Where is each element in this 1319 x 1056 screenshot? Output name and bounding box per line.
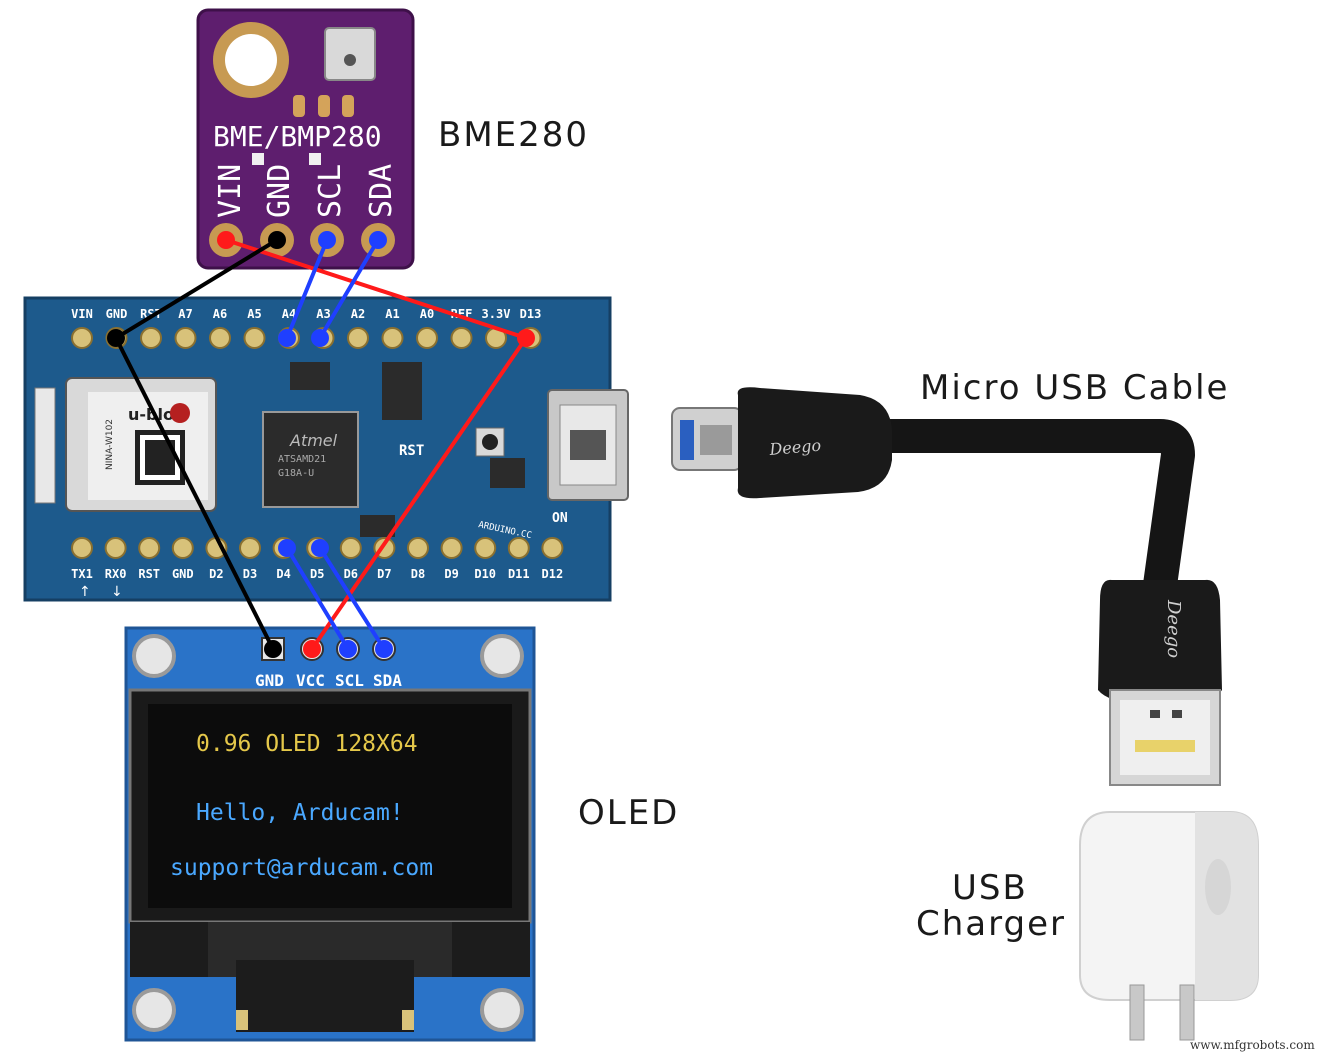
arduino-top-pin-label: RST (140, 307, 162, 321)
header-pad (450, 327, 473, 349)
oled-pin-label-gnd: GND (255, 671, 284, 690)
header-pad (243, 327, 266, 349)
label-usb-charger-line1: USB (952, 868, 1028, 908)
chip-part: ATSAMD21 (278, 454, 326, 465)
bme-pin-label-sda: SDA (364, 164, 399, 218)
wire-vcc-oled (310, 336, 528, 651)
arduino-top-pin-label: A4 (282, 307, 296, 321)
header-pad (381, 327, 404, 349)
arduino-bottom-pin-label: D9 (444, 567, 458, 581)
arduino-bottom-pin-label: D4 (276, 567, 290, 581)
cable-brand-usb-a: Deego (1163, 599, 1184, 658)
chip-sub: G18A-U (278, 468, 314, 479)
mounting-hole (132, 988, 176, 1032)
wire-endpoints (107, 231, 535, 658)
header-pad (138, 537, 161, 559)
header-pad (507, 537, 530, 559)
oled-screen-line1: 0.96 OLED 128X64 (196, 731, 418, 757)
arduino-bottom-pin-label: D6 (344, 567, 358, 581)
arduino-bottom-pin-label: GND (172, 567, 194, 581)
oled-screen-line3: support@arducam.com (170, 855, 433, 881)
arduino-bottom-pin-label: D2 (209, 567, 223, 581)
label-bme280: BME280 (438, 115, 590, 155)
oled-pin-label-sda: SDA (373, 671, 402, 690)
arduino-bottom-pin-label: D10 (474, 567, 496, 581)
arduino-top-pin-label: 3.3V (482, 307, 511, 321)
header-pad (407, 537, 429, 559)
wire-sda-oled (318, 546, 386, 651)
arduino-bottom-pin-label: D7 (377, 567, 391, 581)
arduino-top-pin-label: A3 (316, 307, 330, 321)
silk-on: ON (552, 511, 568, 526)
arduino-top-pin-label: GND (106, 307, 128, 321)
mcu-chip (262, 411, 359, 508)
label-usb-charger-line2: Charger (916, 904, 1066, 944)
header-pad (347, 327, 369, 349)
arduino-top-pin-label: A2 (351, 307, 365, 321)
header-pad (171, 537, 194, 559)
arduino-bottom-pin-label: D5 (310, 567, 324, 581)
header-pad (209, 327, 231, 349)
oled-board: GND VCC SCL SDA 0.96 OLED 128X64 Hello, … (124, 626, 536, 1042)
arduino-top-pin-label: A5 (247, 307, 261, 321)
oled-pin-label-vcc: VCC (296, 671, 325, 690)
bme-pin-label-scl: SCL (313, 164, 348, 218)
arduino-top-pin-label: A7 (178, 307, 192, 321)
wire-gnd-oled (114, 336, 275, 651)
arduino-bottom-pin-label: RX0 (105, 567, 127, 581)
header-pad (104, 537, 127, 559)
label-micro-usb-cable: Micro USB Cable (920, 368, 1230, 408)
wire-gnd-bme (114, 238, 279, 340)
header-pad (416, 327, 438, 349)
header-pad (71, 537, 93, 559)
wire-vcc-bme (224, 238, 528, 340)
header-pad (339, 537, 362, 559)
usb-charger (1079, 811, 1259, 1041)
cable-brand: Deego (768, 436, 822, 460)
header-pad (239, 537, 261, 559)
arduino-top-pin-label: D13 (520, 307, 542, 321)
arduino-top-pin-label: A6 (213, 307, 227, 321)
arduino-top-pin-label: VIN (71, 307, 93, 321)
tx-arrow-icon: ↑ (79, 584, 91, 600)
mounting-hole (480, 634, 524, 678)
oled-screen-line2: Hello, Arducam! (196, 800, 404, 826)
mounting-hole (480, 988, 524, 1032)
arduino-bottom-pin-label: TX1 (71, 567, 93, 581)
header-pad (474, 537, 497, 559)
mounting-hole (132, 634, 176, 678)
bme-silkscreen: BME/BMP280 (213, 120, 382, 153)
bme-pin-label-gnd: GND (262, 164, 297, 218)
arduino-bottom-pin-label: D11 (508, 567, 530, 581)
arduino-top-pin-label: A1 (385, 307, 399, 321)
oled-pin-label-scl: SCL (335, 671, 364, 690)
chip-brand: Atmel (289, 431, 338, 450)
wires (114, 238, 528, 651)
wire-scl-bme (285, 238, 329, 340)
wire-scl-oled (285, 546, 350, 651)
bme-pin-label-vin: VIN (213, 164, 248, 218)
module-model: NINA-W102 (105, 419, 115, 470)
bme280-board: BME/BMP280 VIN GND SCL SDA (196, 8, 415, 270)
header-pad (71, 327, 93, 349)
arduino-bottom-pin-label: D12 (542, 567, 564, 581)
header-pad (541, 537, 564, 559)
label-oled: OLED (578, 793, 680, 833)
header-pad (440, 537, 463, 559)
header-pad (174, 327, 197, 349)
wire-sda-bme (318, 238, 380, 340)
rx-arrow-icon: ↓ (111, 584, 123, 600)
arduino-bottom-pin-label: RST (138, 567, 160, 581)
arduino-bottom-pin-label: D8 (411, 567, 425, 581)
header-pad (140, 327, 162, 349)
watermark: www.mfgrobots.com (1190, 1038, 1315, 1052)
silk-rst: RST (399, 443, 424, 459)
arduino-top-pin-label: A0 (420, 307, 434, 321)
micro-usb-cable: Deego Deego (671, 387, 1222, 786)
arduino-bottom-pin-label: D3 (243, 567, 257, 581)
